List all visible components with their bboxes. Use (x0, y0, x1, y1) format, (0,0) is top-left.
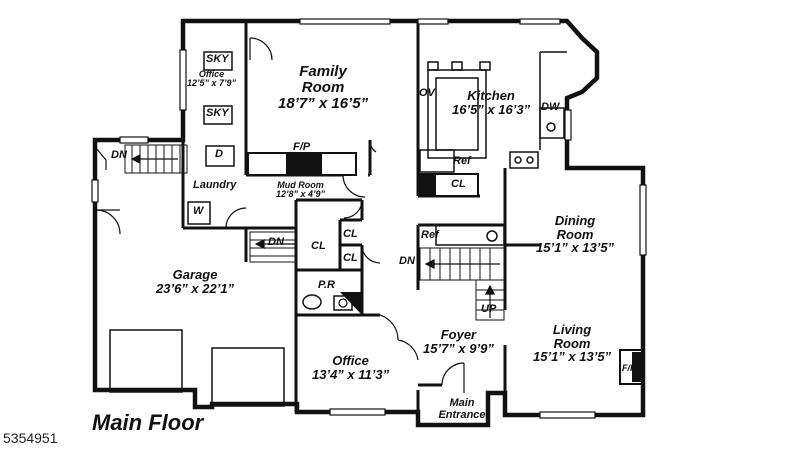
powder-room-corner (340, 292, 362, 315)
stairs-mud-down-label: DN (268, 236, 284, 248)
fireplace-hearth (247, 152, 357, 176)
floor-title: Main Floor (92, 410, 204, 435)
closet-kitchen-label: CL (451, 178, 466, 190)
sky-label-1: SKY (206, 53, 229, 65)
closet-small-2-label: CL (343, 252, 358, 264)
office-lower-label: Office 13’4” x 11’3” (312, 353, 390, 382)
closet-small-1-label: CL (343, 228, 358, 240)
kitchen-label: Kitchen 16’5” x 16’3” (452, 88, 531, 117)
fireplace-living-label: F/P (622, 363, 637, 373)
dishwasher-label: DW (541, 101, 560, 113)
dining-room-label: Dining Room 15’1” x 13’5” (536, 213, 615, 256)
windows (91, 18, 647, 419)
foyer-label: Foyer 15’7” x 9’9” (423, 327, 494, 356)
office-upper-label: Office 12’5” x 7’9” (187, 69, 237, 89)
stair-arrows (130, 154, 500, 318)
family-room-label: Family Room 18’7” x 16’5” (278, 63, 369, 112)
refrigerator-kitchen-label: Ref (453, 155, 471, 167)
door-swings (95, 37, 465, 393)
fireplace-family-label: F/P (293, 141, 311, 153)
stairs-foyer-up-label: UP (481, 303, 497, 315)
washer-label: W (193, 205, 204, 217)
oven-label: OV (419, 87, 435, 99)
exterior-walls (92, 18, 646, 428)
closet-mud-label: CL (311, 240, 326, 252)
kitchen-counters (419, 51, 567, 173)
sky-label-2: SKY (206, 107, 229, 119)
garage-doors (109, 329, 285, 407)
laundry-label: Laundry (193, 179, 237, 191)
garage-label: Garage 23’6” x 22’1” (156, 267, 235, 296)
stairs-foyer-down-label: DN (399, 255, 415, 267)
living-room-label: Living Room 15’1” x 13’5” (533, 322, 612, 365)
stairs-garage-down-label: DN (111, 149, 127, 161)
refrigerator-bar-label: Ref (421, 229, 439, 241)
mud-room-label: Mud Room 12’8” x 4’9” (276, 180, 326, 200)
dryer-label: D (215, 148, 223, 160)
main-entrance-label: Main Entrance (438, 397, 486, 421)
listing-number: 5354951 (3, 430, 58, 446)
powder-room-label: P.R (318, 279, 335, 291)
